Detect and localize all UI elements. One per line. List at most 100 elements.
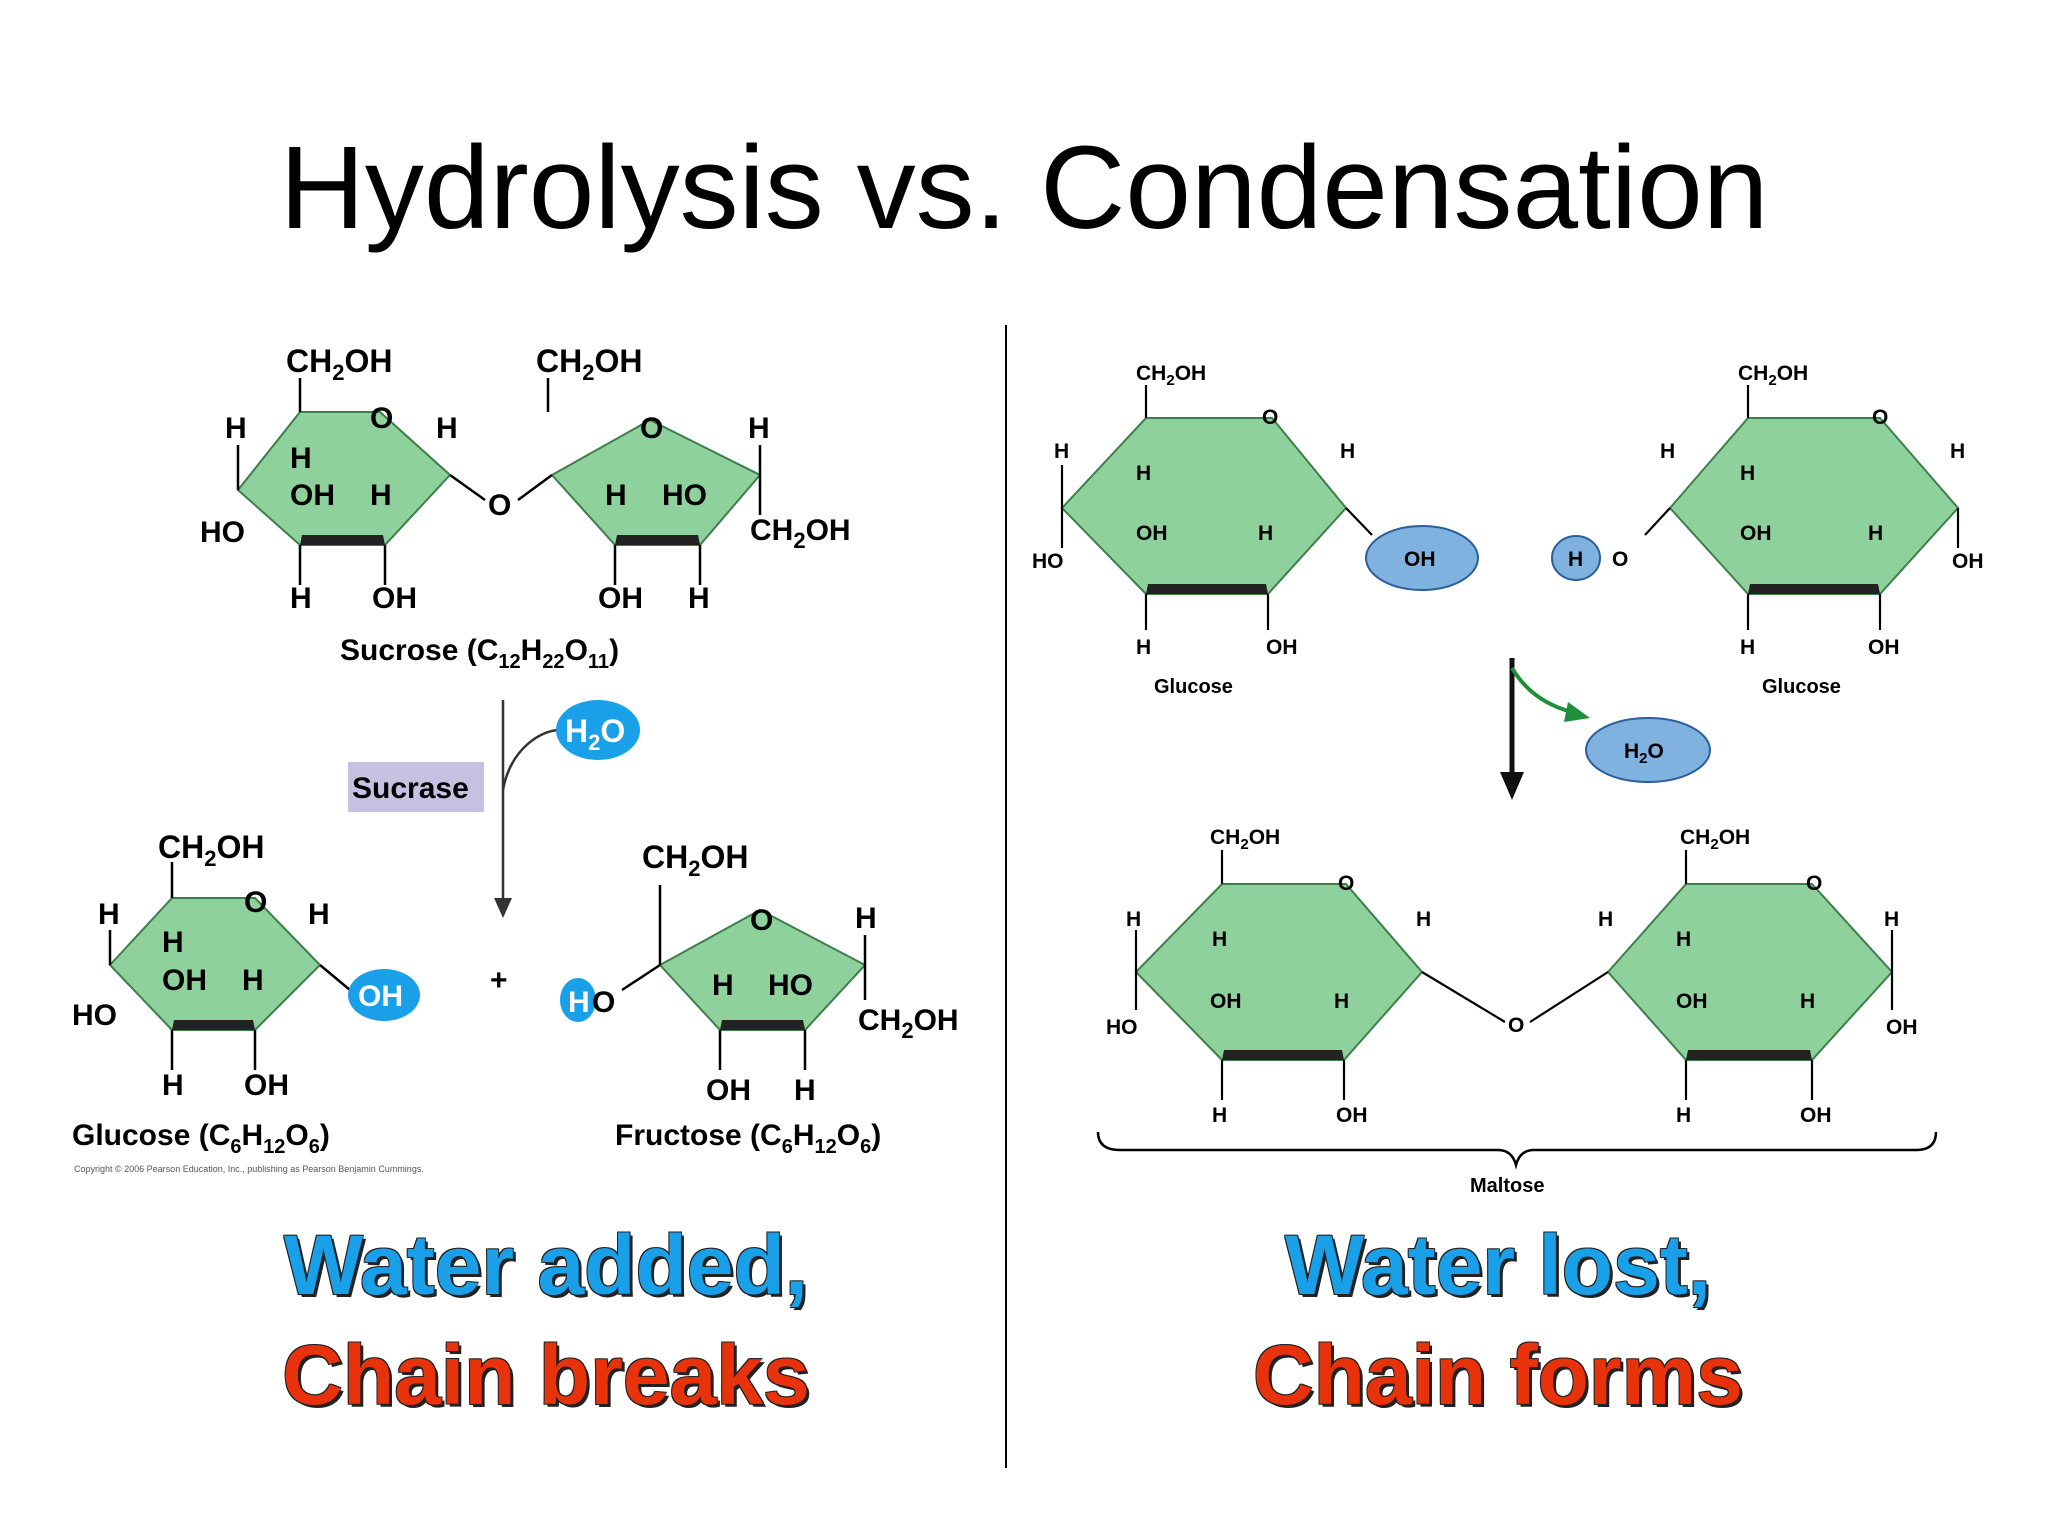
plus-sign: + — [490, 964, 508, 997]
product-glucose-ring — [108, 897, 322, 1031]
svg-text:OH: OH — [706, 1074, 751, 1107]
svg-text:H: H — [1868, 522, 1883, 545]
svg-text:H: H — [712, 969, 734, 1002]
water-bubble-left — [556, 700, 640, 760]
svg-text:H: H — [370, 479, 392, 512]
enzyme-box — [348, 762, 484, 812]
water-bubble-right — [1585, 717, 1711, 783]
svg-text:O: O — [640, 412, 663, 445]
svg-text:H: H — [1884, 908, 1899, 931]
maltose-ring-2 — [1606, 883, 1894, 1061]
svg-text:H: H — [162, 926, 184, 959]
svg-text:H: H — [688, 582, 710, 615]
copyright: Copyright © 2006 Pearson Education, Inc.… — [74, 1164, 424, 1174]
condensation-caption: Water lost, Chain forms — [1048, 1210, 1948, 1430]
svg-text:H: H — [1136, 636, 1151, 659]
svg-text:OH: OH — [1266, 636, 1298, 659]
svg-text:OH: OH — [1952, 550, 1984, 573]
svg-text:H: H — [1598, 908, 1613, 931]
sucrose-ch2oh-1: CH2OH — [286, 343, 392, 385]
maltose-brace — [1096, 1131, 1938, 1170]
svg-text:OH: OH — [1676, 990, 1708, 1013]
svg-text:H: H — [794, 1074, 816, 1107]
svg-text:OH: OH — [1886, 1016, 1918, 1039]
svg-text:H: H — [568, 986, 590, 1019]
svg-text:CH2OH: CH2OH — [1136, 362, 1206, 389]
svg-text:HO: HO — [200, 516, 245, 549]
svg-text:H: H — [1212, 1104, 1227, 1127]
svg-text:CH2OH: CH2OH — [750, 514, 851, 553]
svg-text:O: O — [1872, 406, 1888, 429]
svg-text:CH2OH: CH2OH — [858, 1004, 959, 1043]
svg-text:OH: OH — [290, 479, 335, 512]
svg-text:CH2OH: CH2OH — [158, 829, 264, 871]
condensation-caption-line2: Chain forms — [1252, 1328, 1744, 1422]
svg-text:H: H — [162, 1069, 184, 1102]
svg-text:H: H — [1676, 928, 1691, 951]
oh-bubble-right — [1365, 525, 1479, 591]
svg-text:OH: OH — [1210, 990, 1242, 1013]
page-title: Hydrolysis vs. Condensation — [279, 122, 1769, 254]
svg-text:OH: OH — [1404, 548, 1436, 571]
svg-text:H: H — [436, 412, 458, 445]
svg-text:OH: OH — [372, 582, 417, 615]
svg-text:H: H — [748, 412, 770, 445]
svg-text:CH2OH: CH2OH — [1210, 826, 1280, 853]
glucose-label-right-1: Glucose — [1154, 676, 1233, 698]
svg-text:H: H — [1136, 462, 1151, 485]
svg-text:H: H — [290, 442, 312, 475]
condensation-glucose-ring-1 — [1060, 417, 1348, 595]
sucrose-ch2oh-2: CH2OH — [536, 343, 642, 385]
svg-text:OH: OH — [162, 964, 207, 997]
svg-text:OH: OH — [1800, 1104, 1832, 1127]
svg-text:O: O — [488, 489, 511, 522]
sucrose-glucose-ring — [236, 411, 452, 546]
svg-text:CH2OH: CH2OH — [1680, 826, 1750, 853]
svg-text:O: O — [370, 402, 393, 435]
svg-text:H: H — [1416, 908, 1431, 931]
product-fructose-ring — [658, 908, 867, 1031]
hydrolysis-caption: Water added, Chain breaks — [96, 1210, 996, 1430]
svg-text:H: H — [308, 898, 330, 931]
svg-text:H: H — [1334, 990, 1349, 1013]
svg-text:O: O — [1508, 1014, 1524, 1037]
svg-text:OH: OH — [598, 582, 643, 615]
sucrose-label: Sucrose (C12H22O11) — [340, 634, 619, 673]
svg-text:OH: OH — [1136, 522, 1168, 545]
svg-text:H: H — [290, 582, 312, 615]
svg-text:OH: OH — [244, 1069, 289, 1102]
svg-text:O: O — [1612, 548, 1628, 571]
svg-text:H: H — [225, 412, 247, 445]
svg-text:OH: OH — [358, 980, 403, 1013]
svg-text:H: H — [1740, 462, 1755, 485]
svg-text:O: O — [1262, 406, 1278, 429]
fructose-label: Fructose (C6H12O6) — [615, 1119, 881, 1158]
svg-text:HO: HO — [662, 479, 707, 512]
h-bubble-right — [1551, 535, 1601, 581]
svg-text:OH: OH — [1868, 636, 1900, 659]
svg-text:HO: HO — [768, 969, 813, 1002]
maltose-label: Maltose — [1470, 1175, 1544, 1197]
glucose-label-left: Glucose (C6H12O6) — [72, 1119, 330, 1158]
oh-bubble — [348, 969, 420, 1021]
svg-text:H: H — [605, 479, 627, 512]
svg-text:H: H — [1054, 440, 1069, 463]
svg-text:H: H — [1212, 928, 1227, 951]
svg-text:H: H — [1660, 440, 1675, 463]
sucrose-fructose-ring — [550, 418, 762, 546]
glucose-label-right-2: Glucose — [1762, 676, 1841, 698]
h-bubble — [560, 978, 596, 1022]
svg-text:OH: OH — [1336, 1104, 1368, 1127]
svg-text:HO: HO — [72, 999, 117, 1032]
hydrolysis-caption-line2: Chain breaks — [282, 1328, 810, 1422]
svg-text:H: H — [1676, 1104, 1691, 1127]
svg-text:H: H — [1568, 548, 1583, 571]
hydrolysis-caption-line1: Water added, — [283, 1218, 809, 1312]
svg-text:HO: HO — [1032, 550, 1064, 573]
svg-text:O: O — [1338, 872, 1354, 895]
enzyme-label: Sucrase — [352, 772, 469, 805]
svg-text:H: H — [242, 964, 264, 997]
svg-text:H: H — [1740, 636, 1755, 659]
maltose-ring-1 — [1134, 883, 1424, 1061]
